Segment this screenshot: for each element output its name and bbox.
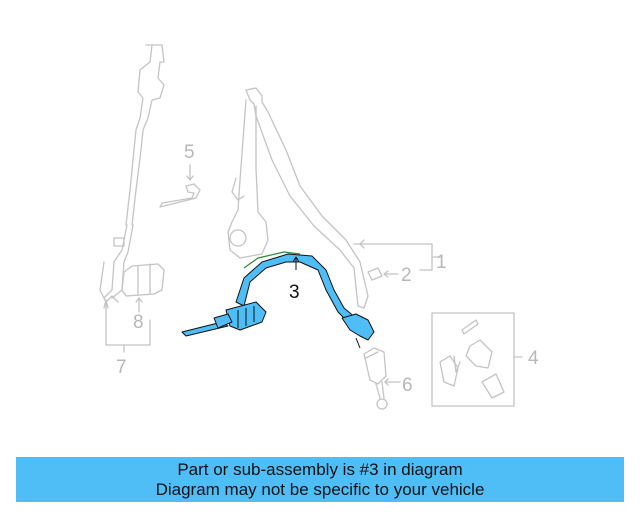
banner-line-part-number: Part or sub-assembly is #3 in diagram — [177, 459, 463, 479]
parts-diagram: 1 2 3 4 5 6 7 8 — [99, 44, 539, 410]
seat-belt-diagram-svg — [99, 44, 523, 410]
callout-3: 3 — [289, 282, 300, 303]
part-6-buckle — [363, 347, 401, 410]
part-2-sleeve — [367, 267, 399, 281]
callout-1: 1 — [436, 252, 447, 273]
callout-8: 8 — [133, 312, 144, 333]
callout-4: 4 — [528, 348, 539, 369]
part-5-clip — [159, 164, 201, 208]
part-info-banner: Part or sub-assembly is #3 in diagram Di… — [16, 457, 624, 502]
callout-7: 7 — [116, 357, 127, 378]
callout-2: 2 — [401, 265, 412, 286]
banner-line-disclaimer: Diagram may not be specific to your vehi… — [155, 479, 485, 499]
callout-6: 6 — [402, 375, 413, 396]
callout-5: 5 — [184, 142, 195, 163]
part-8-plate — [121, 263, 165, 313]
part-3-lower-belt-highlighted — [181, 251, 375, 349]
part-1-upper-belt-retractor — [227, 87, 441, 309]
part-4-hardware-kit — [431, 312, 523, 407]
part-7-buckle-stalk — [99, 44, 165, 353]
